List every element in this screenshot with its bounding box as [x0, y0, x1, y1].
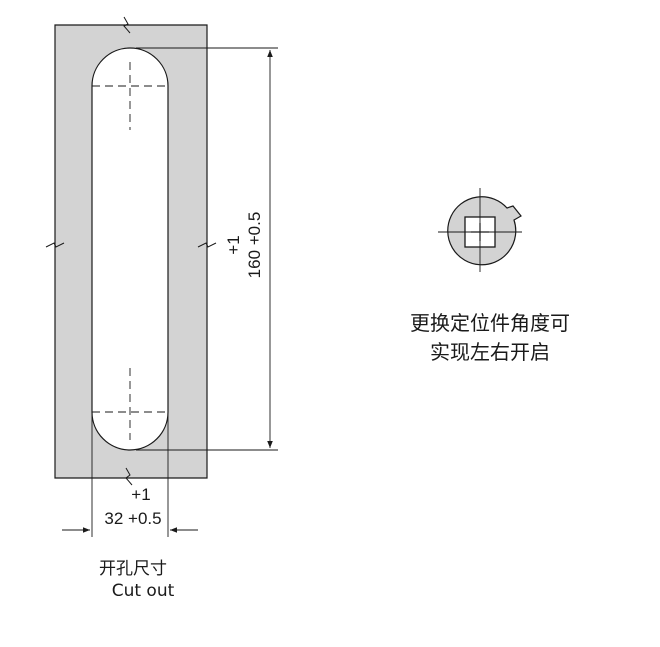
- rotation-note-line1: 更换定位件角度可: [410, 311, 570, 335]
- cutout-caption-en: Cut out: [112, 581, 175, 601]
- rotation-note-line2: 实现左右开启: [430, 340, 550, 364]
- locator-detail-view: 更换定位件角度可 实现左右开启: [410, 188, 570, 364]
- width-tolerance-label: +1: [131, 485, 150, 504]
- break-mark-bottom: [125, 467, 133, 486]
- width-dimension-label: 32 +0.5: [104, 509, 161, 528]
- cutout-caption-cn: 开孔尺寸: [99, 559, 167, 579]
- center-mark-bottom: [92, 368, 168, 440]
- detail-center-mark: [438, 188, 522, 272]
- break-mark-left: [45, 242, 65, 248]
- center-mark-top: [92, 62, 168, 130]
- panel-with-slot: [54, 24, 208, 479]
- break-mark-top: [123, 16, 131, 34]
- panel-cutout-view: +1 160 +0.5 +1 32 +0.5 开孔尺寸 Cut out: [45, 16, 278, 601]
- break-mark-right: [197, 242, 217, 248]
- height-tolerance-label: +1: [224, 235, 243, 254]
- height-dimension-label: 160 +0.5: [245, 212, 264, 279]
- width-dimension: [62, 412, 198, 537]
- height-dimension: [136, 47, 278, 451]
